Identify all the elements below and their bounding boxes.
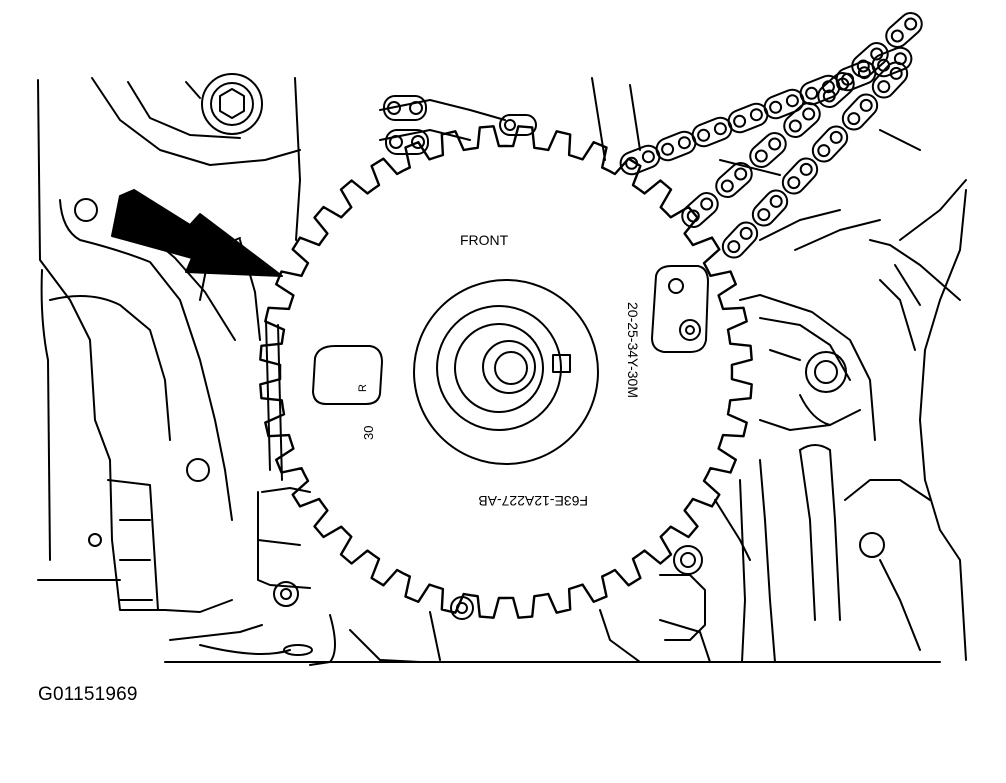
- chain-pin: [870, 47, 884, 61]
- chain-link: [749, 132, 787, 168]
- chain-pin: [641, 150, 655, 164]
- chain-pin: [822, 89, 836, 103]
- part-number-label: F63E-12A227-AB: [478, 493, 588, 509]
- chain-pin: [799, 162, 813, 176]
- chain-link: [763, 88, 805, 120]
- chain-pin: [677, 136, 691, 150]
- chain-link: [781, 157, 819, 195]
- engine-block-outline: [37, 73, 967, 666]
- chain-pin: [713, 122, 727, 136]
- sprocket-window-right: [651, 265, 709, 353]
- chain-link: [751, 189, 789, 227]
- chain-pin: [788, 119, 802, 133]
- sprocket-window-left: [312, 345, 383, 405]
- chain-link: [783, 102, 821, 138]
- chain-pin: [757, 208, 771, 222]
- chain-pin: [805, 86, 819, 100]
- chain-pin: [890, 29, 904, 43]
- crank-key: [552, 354, 571, 373]
- chain-link: [851, 42, 889, 78]
- chain-pin: [697, 128, 711, 142]
- chain-pin: [817, 144, 831, 158]
- chain-pin: [661, 142, 675, 156]
- chain-link: [799, 74, 841, 106]
- chain-pin: [847, 112, 861, 126]
- chain-link: [841, 93, 879, 131]
- chain-pin: [754, 149, 768, 163]
- chain-link: [721, 221, 759, 259]
- chain-link: [885, 12, 923, 48]
- chain-pin: [700, 197, 714, 211]
- chain-pin: [769, 194, 783, 208]
- mark-30: 30: [361, 426, 376, 440]
- timing-chain-right: [619, 12, 923, 259]
- pointer-arrow-icon: [111, 189, 283, 277]
- sprocket-teeth: [259, 125, 753, 619]
- chain-link: [655, 130, 697, 162]
- timing-mark-text: 20-25-34Y-30M: [625, 302, 641, 398]
- chain-pin: [889, 66, 903, 80]
- front-label: FRONT: [460, 232, 509, 248]
- chain-pin: [733, 114, 747, 128]
- chain-pin: [802, 107, 816, 121]
- chain-pin: [769, 100, 783, 114]
- mark-r: R: [357, 384, 369, 392]
- chain-pin: [749, 108, 763, 122]
- chain-link: [817, 72, 855, 108]
- chain-link: [681, 192, 719, 228]
- chain-link: [871, 61, 909, 99]
- chain-pin: [787, 176, 801, 190]
- chain-pin: [836, 77, 850, 91]
- chain-link: [811, 125, 849, 163]
- chain-pin: [829, 130, 843, 144]
- chain-pin: [856, 59, 870, 73]
- sprocket-hub-ring: [413, 279, 599, 465]
- figure-id-code: G01151969: [38, 684, 138, 705]
- chain-link: [715, 162, 753, 198]
- chain-pin: [768, 137, 782, 151]
- chain-link: [727, 102, 769, 134]
- chain-pin: [785, 94, 799, 108]
- chain-pin: [727, 240, 741, 254]
- chain-pin: [904, 17, 918, 31]
- chain-pin: [859, 98, 873, 112]
- chain-pin: [720, 179, 734, 193]
- chain-pin: [734, 167, 748, 181]
- chain-pin: [739, 226, 753, 240]
- crank-sprocket: [259, 125, 753, 619]
- chain-pin: [877, 80, 891, 94]
- chain-pin: [857, 66, 871, 80]
- chain-link: [691, 116, 733, 148]
